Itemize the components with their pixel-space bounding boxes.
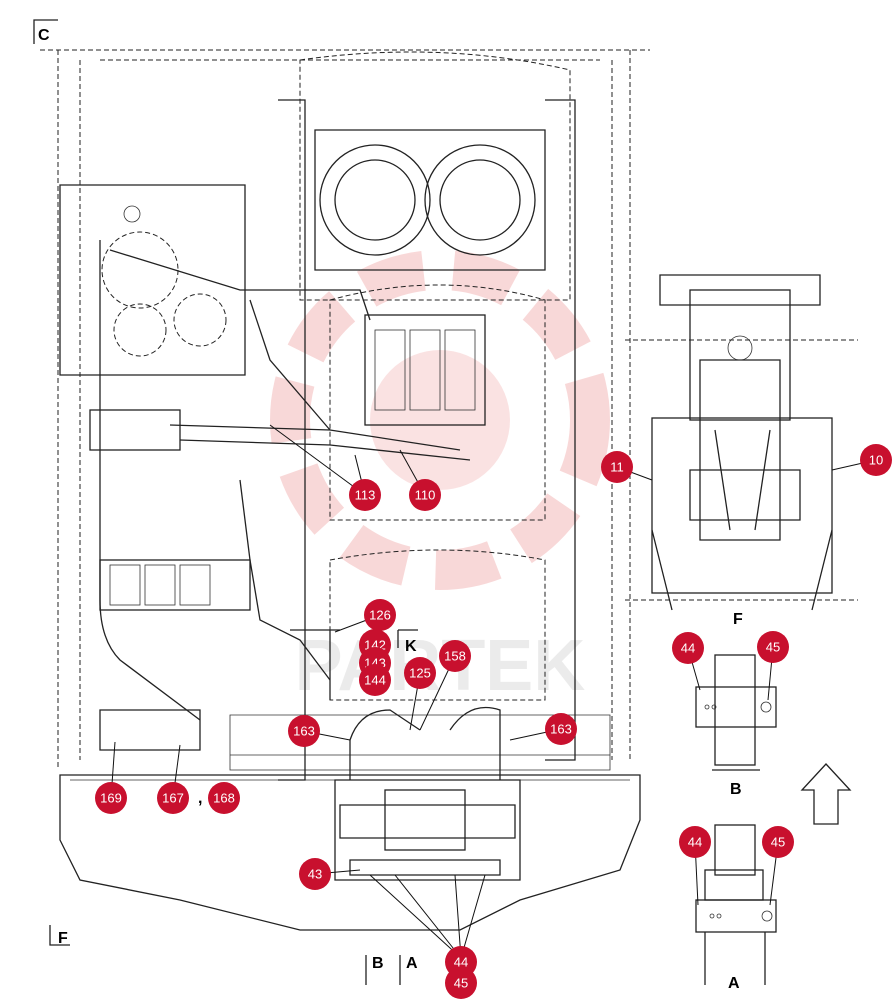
callout-45-bottom: 45 bbox=[445, 967, 477, 999]
view-b-arrow-label: B bbox=[372, 955, 384, 972]
watermark-text: PARTEK bbox=[295, 626, 586, 706]
machine-frame bbox=[40, 49, 650, 931]
callout-44-detail-b: 44 bbox=[672, 632, 704, 664]
callouts: 113 110 126 142 143 144 125 158 163 163 … bbox=[95, 444, 892, 999]
callout-126: 126 bbox=[364, 599, 396, 631]
detail-a-label: A bbox=[728, 975, 740, 992]
callout-169: 169 bbox=[95, 782, 127, 814]
svg-text:158: 158 bbox=[444, 649, 466, 664]
svg-text:163: 163 bbox=[293, 724, 315, 739]
svg-text:144: 144 bbox=[364, 673, 386, 688]
svg-text:43: 43 bbox=[308, 867, 322, 882]
svg-text:45: 45 bbox=[454, 976, 468, 991]
direction-arrow bbox=[800, 763, 852, 825]
detail-b: B bbox=[695, 654, 777, 798]
callout-44-detail-a: 44 bbox=[679, 826, 711, 858]
view-k-label: K bbox=[405, 638, 417, 655]
callout-125: 125 bbox=[404, 657, 436, 689]
svg-text:110: 110 bbox=[415, 488, 436, 503]
svg-text:10: 10 bbox=[869, 453, 883, 468]
callout-144: 144 bbox=[359, 664, 391, 696]
watermark: PARTEK bbox=[270, 250, 610, 706]
svg-text:113: 113 bbox=[355, 488, 376, 503]
section-c-marker: C bbox=[33, 19, 58, 44]
svg-text:163: 163 bbox=[550, 722, 572, 737]
svg-text:167: 167 bbox=[162, 791, 184, 806]
svg-text:168: 168 bbox=[213, 791, 235, 806]
svg-text:45: 45 bbox=[766, 640, 780, 655]
svg-text:125: 125 bbox=[409, 666, 431, 681]
view-a-arrow-label: A bbox=[406, 955, 418, 972]
svg-text:44: 44 bbox=[681, 641, 695, 656]
detail-f: F bbox=[625, 274, 858, 628]
detail-b-label: B bbox=[730, 781, 742, 798]
callout-10: 10 bbox=[860, 444, 892, 476]
callout-167: 167 bbox=[157, 782, 189, 814]
detail-f-label: F bbox=[733, 611, 743, 628]
svg-text:44: 44 bbox=[454, 955, 468, 970]
callout-separator: , bbox=[198, 790, 202, 807]
callout-45-detail-b: 45 bbox=[757, 631, 789, 663]
callout-45-detail-a: 45 bbox=[762, 826, 794, 858]
section-f-marker: F bbox=[49, 925, 70, 947]
svg-text:169: 169 bbox=[100, 791, 122, 806]
svg-text:44: 44 bbox=[688, 835, 702, 850]
callout-110: 110 bbox=[409, 479, 441, 511]
section-f-label: F bbox=[58, 930, 68, 947]
callout-43: 43 bbox=[299, 858, 331, 890]
callout-163-left: 163 bbox=[288, 715, 320, 747]
callout-168: 168 bbox=[208, 782, 240, 814]
callout-163-right: 163 bbox=[545, 713, 577, 745]
section-c-label: C bbox=[38, 27, 50, 44]
svg-text:45: 45 bbox=[771, 835, 785, 850]
view-k-marker: K bbox=[397, 629, 418, 655]
svg-text:11: 11 bbox=[610, 460, 624, 475]
view-b-a-markers: B A bbox=[365, 955, 418, 985]
callout-11: 11 bbox=[601, 451, 633, 483]
svg-text:126: 126 bbox=[369, 608, 391, 623]
hydraulic-hoses bbox=[89, 240, 501, 780]
detail-a: A bbox=[695, 824, 777, 992]
callout-113: 113 bbox=[349, 479, 381, 511]
callout-158: 158 bbox=[439, 640, 471, 672]
